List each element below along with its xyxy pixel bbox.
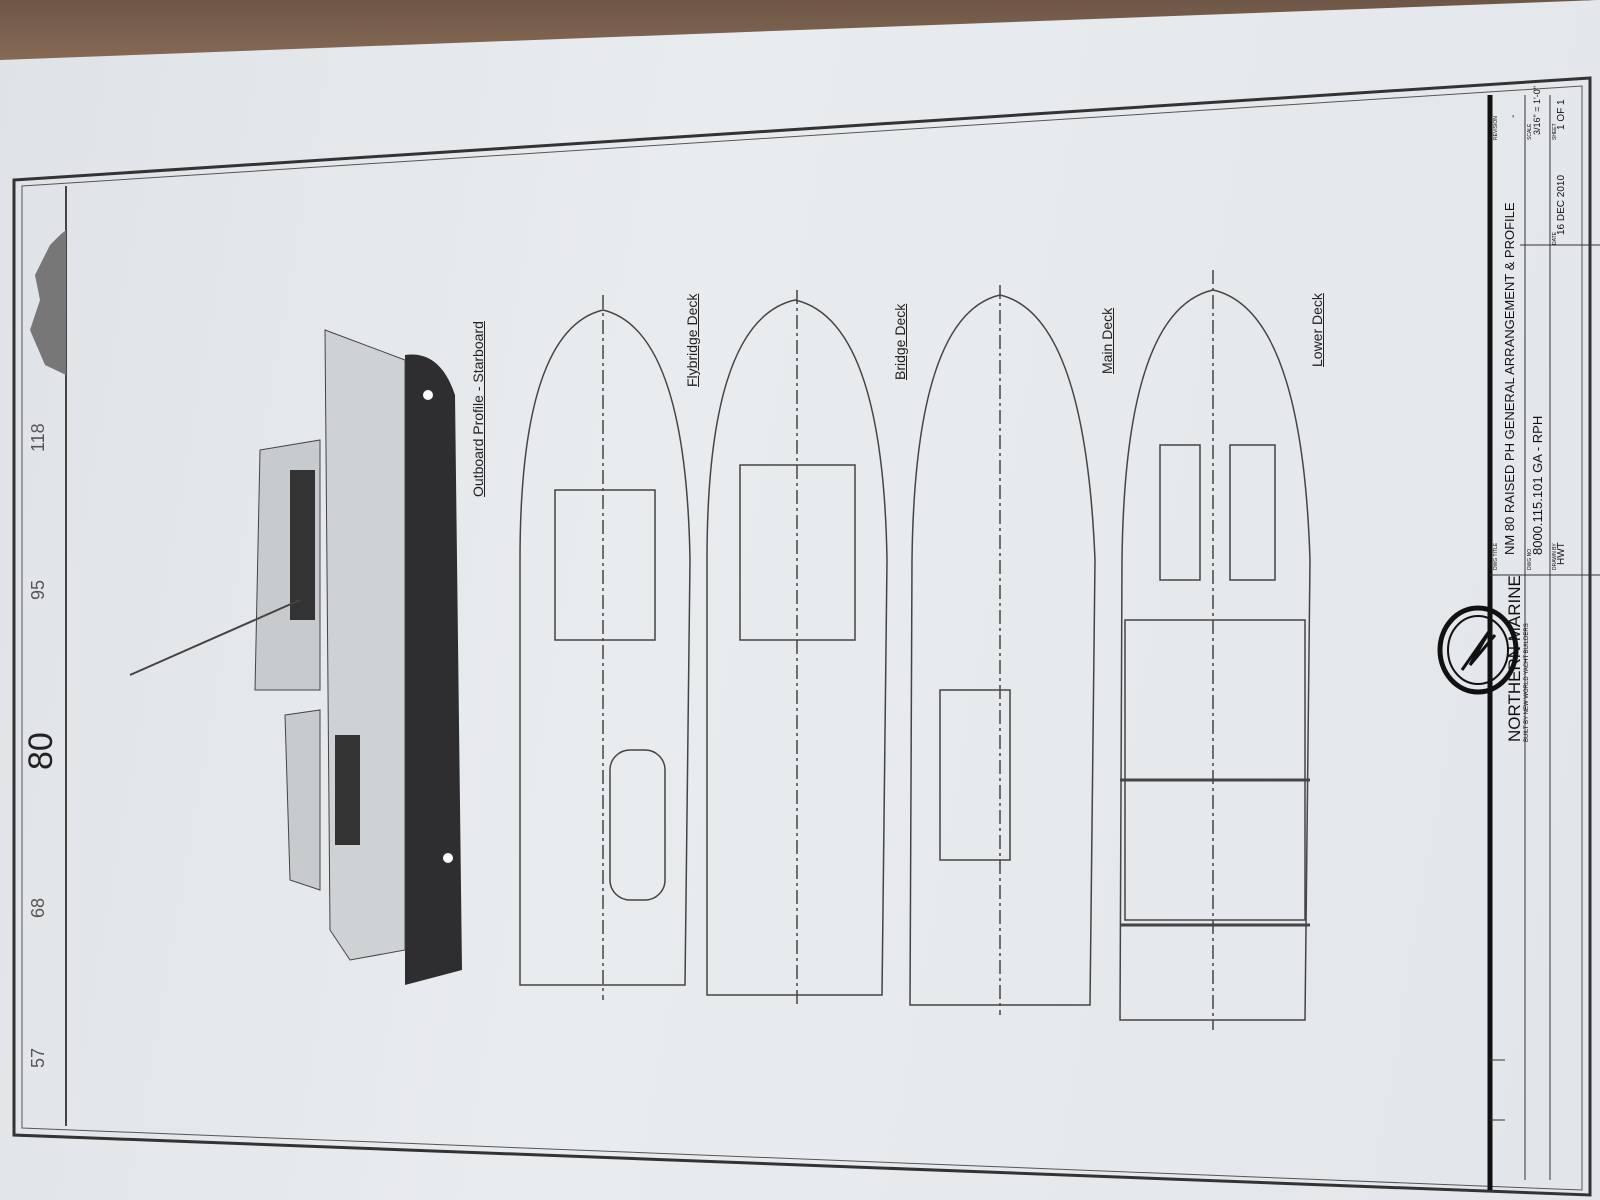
revision: -	[1508, 114, 1519, 118]
sheet-marker-95: 95	[28, 579, 48, 600]
profile-label: Outboard Profile - Starboard	[470, 321, 486, 497]
bridge-deck-label: Bridge Deck	[892, 303, 908, 380]
drawn-by: HWT	[1556, 542, 1567, 565]
outboard-profile-drawing	[129, 329, 462, 985]
scale: 3/16" = 1'-0"	[1532, 86, 1542, 135]
sheet-number: 1 OF 1	[1556, 99, 1567, 130]
sheet-marker-68: 68	[28, 897, 48, 918]
lower-deck-label: Lower Deck	[1309, 293, 1325, 367]
sheet-marker-118: 118	[28, 423, 48, 452]
main-deck-label: Main Deck	[1099, 307, 1115, 374]
company-name: NORTHERN MARINE	[1505, 575, 1524, 742]
northern-marine-logo	[1437, 605, 1519, 695]
sheet-marker-57: 57	[28, 1047, 48, 1068]
main-deck-plan	[909, 294, 1096, 1006]
dwg-title-label: DWG TITLE	[1493, 542, 1499, 570]
company-tagline: BUILT BY NEW WORLD YACHT BUILDERS	[1524, 623, 1530, 742]
revision-label: REVISION	[1493, 116, 1499, 140]
lower-deck-plan	[1119, 289, 1311, 1021]
bridge-deck-plan	[706, 299, 888, 996]
sheet-border	[12, 76, 1592, 1197]
flybridge-deck-label: Flybridge Deck	[684, 293, 700, 387]
boat-silhouette-logo	[30, 230, 66, 375]
sheet-marker-80: 80	[22, 732, 60, 770]
drawing-title: NM 80 RAISED PH GENERAL ARRANGEMENT & PR…	[1502, 202, 1517, 555]
date: 16 DEC 2010	[1556, 174, 1567, 235]
inner-border	[21, 85, 1583, 1191]
drawing-number: 8000.115.101 GA - RPH	[1530, 415, 1545, 555]
flybridge-deck-plan	[519, 309, 691, 986]
